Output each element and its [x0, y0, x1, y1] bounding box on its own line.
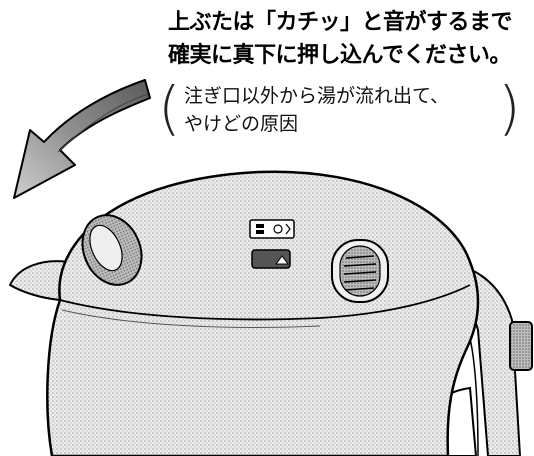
lid-button	[81, 214, 143, 286]
instruction-text: 上ぶたは「カチッ」と音がするまで 確実に真下に押し込んでください。	[168, 6, 528, 72]
steam-vent	[331, 239, 389, 303]
open-paren: (	[158, 74, 181, 142]
close-paren: )	[498, 74, 521, 142]
instruction-line-2: 確実に真下に押し込んでください。	[168, 43, 511, 68]
instruction-line-1: 上ぶたは「カチッ」と音がするまで	[168, 10, 513, 35]
warning-note: ( 注ぎ口以外から湯が流れ出て、 やけどの原因 )	[158, 79, 521, 146]
lock-indicator-icon	[249, 219, 295, 239]
kettle-lid	[9, 170, 480, 456]
curved-arrow-icon	[13, 79, 151, 199]
warning-line-2: やけどの原因	[184, 113, 299, 135]
warning-line-1: 注ぎ口以外から湯が流れ出て、	[184, 85, 450, 107]
lock-slider	[251, 249, 291, 269]
